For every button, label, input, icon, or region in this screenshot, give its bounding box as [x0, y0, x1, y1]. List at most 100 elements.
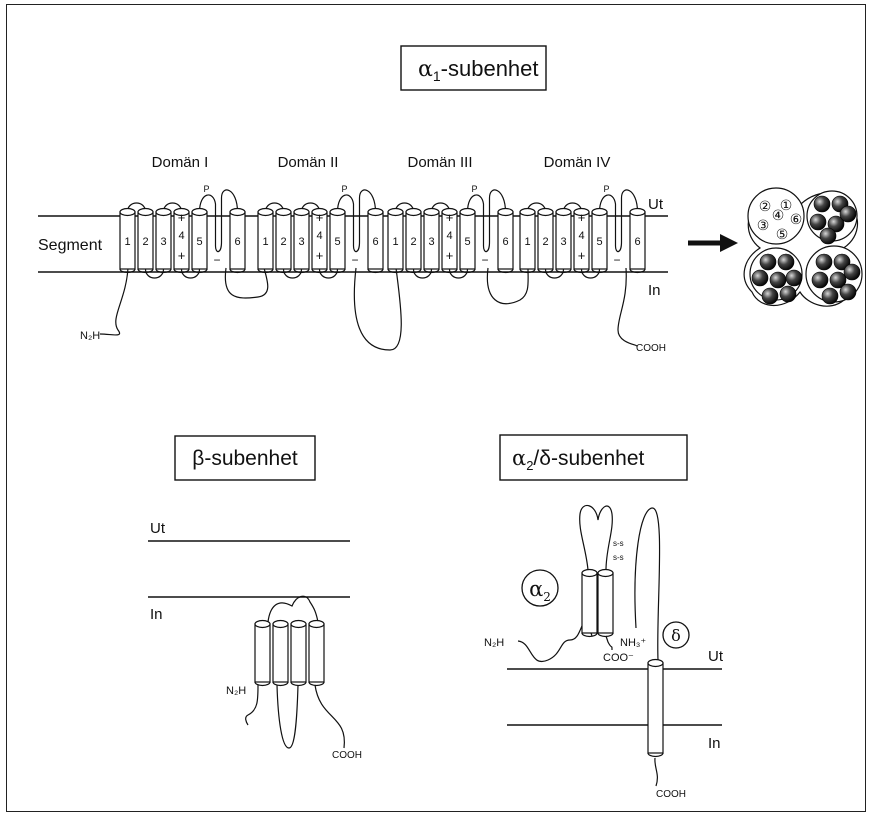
alpha2-n-terminus: N₂H	[484, 637, 504, 649]
top-view-seg-2: ②	[759, 198, 772, 214]
top-view-seg-5: ⑤	[776, 226, 789, 242]
alpha2-cylinder-1	[582, 570, 597, 637]
top-view-ball	[778, 254, 794, 270]
alpha2-n-chain	[518, 610, 592, 662]
segment-number: 3	[560, 236, 566, 248]
top-view-seg-4: ④	[772, 207, 785, 223]
delta-c-terminus: COOH	[656, 789, 686, 800]
top-view-ball	[820, 228, 836, 244]
segment-number: 1	[392, 236, 398, 248]
beta-bottom-loop	[277, 685, 298, 748]
top-view-ball	[816, 254, 832, 270]
top-view-ball	[840, 206, 856, 222]
delta-label: δ	[671, 626, 681, 645]
segment-number: 1	[262, 236, 268, 248]
domain-4: P−123+4+56	[520, 184, 645, 278]
segment-number: 2	[142, 236, 148, 248]
alpha1-c-terminus: COOH	[636, 343, 666, 354]
segment-loop	[582, 269, 600, 278]
plus-sign: +	[316, 248, 324, 263]
beta-cylinder-4	[309, 621, 324, 686]
plus-sign: +	[178, 248, 186, 263]
top-view-ball	[770, 272, 786, 288]
segment-number: 4	[316, 230, 322, 242]
top-view-ball	[810, 214, 826, 230]
beta-c-terminus: COOH	[332, 750, 362, 761]
domain-label-2: Domän II	[278, 154, 339, 171]
top-view-seg-6: ⑥	[790, 211, 803, 227]
beta-cylinder-2	[273, 621, 288, 686]
delta-transmembrane-cylinder	[648, 660, 663, 757]
segment-number: 3	[428, 236, 434, 248]
top-view-ball	[760, 254, 776, 270]
segment-loop	[450, 269, 468, 278]
top-view-ball	[780, 286, 796, 302]
beta-top-loops	[268, 596, 318, 622]
beta-cylinder-1	[255, 621, 270, 686]
alpha1-in-label: In	[648, 282, 661, 299]
segment-number: 6	[502, 236, 508, 248]
channel-top-view: ① ② ③ ④ ⑤ ⑥	[744, 188, 862, 306]
domain-1: P−123+4+56	[120, 184, 245, 278]
beta-cylinder-3	[291, 621, 306, 686]
beta-title: β-subenhet	[192, 447, 298, 470]
segment-number: 2	[542, 236, 548, 248]
segment-number: 5	[334, 236, 340, 248]
segment-number: 6	[372, 236, 378, 248]
top-view-ball	[840, 284, 856, 300]
c-terminus-chain	[618, 268, 636, 346]
top-view-ball	[762, 288, 778, 304]
alpha2-cylinder-2	[598, 570, 613, 637]
linker-2-3	[354, 268, 401, 350]
plus-sign: +	[316, 210, 324, 225]
arrow-head	[720, 234, 738, 252]
pore-label: P	[604, 184, 610, 194]
plus-sign: +	[446, 210, 454, 225]
a2d-ut-label: Ut	[708, 648, 724, 665]
segment-number: 1	[524, 236, 530, 248]
segment-number: 2	[280, 236, 286, 248]
beta-ut-label: Ut	[150, 520, 166, 537]
alpha2-extracellular-loop	[580, 505, 613, 570]
plus-sign: +	[578, 248, 586, 263]
pore-label: P	[342, 184, 348, 194]
disulfide-2: s-s	[613, 553, 624, 562]
domain-label-4: Domän IV	[544, 154, 611, 171]
a2d-in-label: In	[708, 735, 721, 752]
pore-label: P	[204, 184, 210, 194]
disulfide-1: s-s	[613, 539, 624, 548]
top-view-ball	[814, 196, 830, 212]
segment-number: 6	[234, 236, 240, 248]
plus-sign: +	[446, 248, 454, 263]
beta-in-label: In	[150, 606, 163, 623]
segment-number: 6	[634, 236, 640, 248]
segment-number: 3	[298, 236, 304, 248]
top-view-seg-3: ③	[757, 217, 770, 233]
alpha2-c-link	[606, 636, 612, 650]
coo-label: COO⁻	[603, 652, 634, 664]
segment-number: 3	[160, 236, 166, 248]
top-view-ball	[752, 270, 768, 286]
segment-loop	[146, 269, 164, 278]
segment-number: 5	[596, 236, 602, 248]
top-view-ball	[844, 264, 860, 280]
delta-c-chain	[655, 758, 658, 786]
segment-loop	[320, 269, 338, 278]
plus-sign: +	[178, 210, 186, 225]
segment-number: 4	[178, 230, 184, 242]
segment-number: 5	[196, 236, 202, 248]
segment-number: 5	[464, 236, 470, 248]
minus-sign: −	[352, 253, 359, 267]
beta-n-terminus: N₂H	[226, 685, 246, 697]
segment-number: 1	[124, 236, 130, 248]
nh3-label: NH₃⁺	[620, 637, 646, 649]
n-terminus-chain	[100, 268, 128, 335]
segment-loop	[284, 269, 302, 278]
top-view-ball	[786, 270, 802, 286]
segment-number: 4	[578, 230, 584, 242]
domain-label-1: Domän I	[152, 154, 209, 171]
segment-number: 2	[410, 236, 416, 248]
